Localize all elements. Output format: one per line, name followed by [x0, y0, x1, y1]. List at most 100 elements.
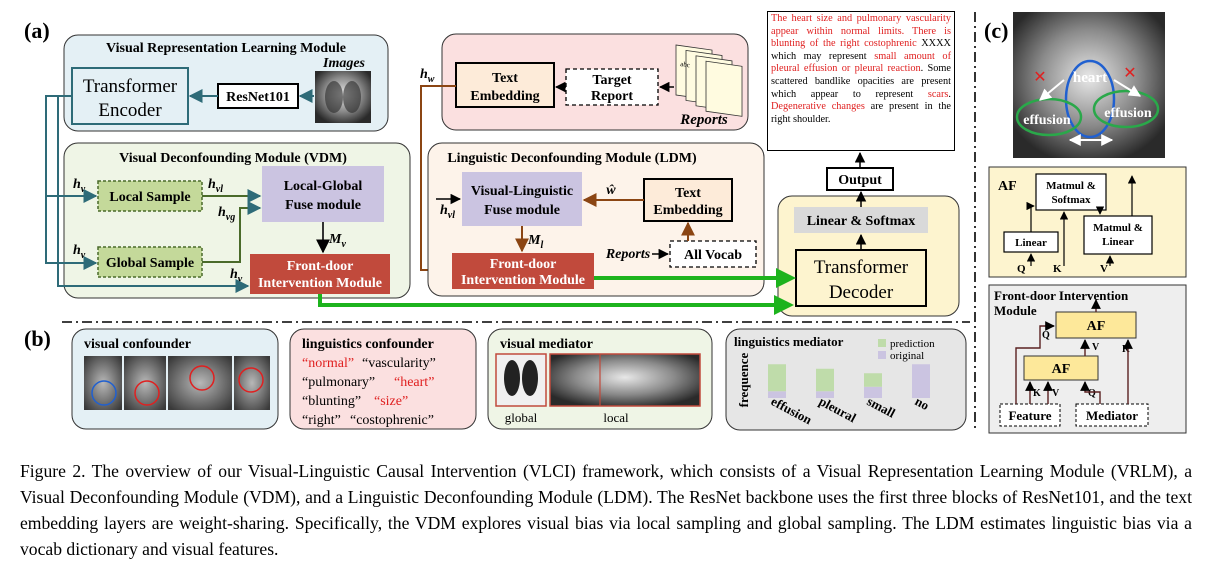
cross-mark-right: ✕ — [1123, 65, 1136, 82]
fdi-vdm-label-1: Front-door — [287, 259, 354, 274]
xray-label-effusion-left: effusion — [1023, 113, 1071, 128]
mediator-box — [1075, 403, 1149, 427]
mediator-local-label: local — [603, 410, 629, 425]
report-segment: Degenerative changes — [771, 101, 865, 113]
visual-linguistic-fuse — [462, 172, 582, 226]
confounder-word-6: “size” — [374, 394, 408, 409]
local-sample-label: Local Sample — [109, 190, 190, 205]
white-arrow-left — [1039, 79, 1065, 101]
reports-label-top: Reports — [679, 112, 728, 128]
mediator-local-xray — [549, 353, 701, 407]
af-upper-label: AF — [1087, 319, 1106, 334]
fdi-v2: V — [1092, 342, 1100, 353]
vlci-framework-figure: (a) (b) (c) Visual Representation Learni… — [24, 12, 1187, 434]
xray-label-heart: heart — [1073, 70, 1107, 86]
reports-label-ldm: Reports — [605, 247, 651, 262]
confounder-circle-red-3 — [238, 367, 264, 393]
local-global-fuse — [262, 166, 384, 222]
linguistics-mediator-panel — [725, 328, 967, 431]
xray-lung-right — [343, 81, 361, 113]
matmul-softmax-l2: Softmax — [1051, 194, 1091, 206]
cross-mark-left: ✕ — [1033, 69, 1046, 86]
af-q-label: Q — [1017, 263, 1026, 275]
bar-original-effusion — [768, 391, 786, 398]
symbol-ml: Ml — [527, 233, 543, 251]
text-emb-top-l2: Embedding — [470, 89, 539, 104]
fdi-k1: K — [1033, 388, 1041, 399]
matmul-linear-box — [1083, 215, 1153, 255]
encoder-label-2: Encoder — [98, 100, 162, 121]
legend-prediction: prediction — [890, 338, 935, 350]
encoder-label-1: Transformer — [83, 76, 178, 97]
green-arrow-vdm-decoder — [318, 294, 794, 315]
confounder-xray-3 — [168, 356, 232, 410]
resnet-label: ResNet101 — [226, 90, 290, 105]
lg-fuse-label-1: Local-Global — [284, 179, 363, 194]
confounder-circle-blue — [91, 380, 117, 406]
fdi-ldm-label-2: Intervention Module — [461, 273, 585, 288]
vl-fuse-label-1: Visual-Linguistic — [471, 184, 573, 199]
panel-c-label: (c) — [984, 18, 1008, 43]
target-report-l2: Report — [591, 89, 633, 104]
matmul-linear-l2: Linear — [1102, 236, 1134, 248]
generated-report: The heart size and pulmonary vascularity… — [767, 11, 955, 151]
fdi-c-title-1: Front-door Intervention — [994, 288, 1129, 303]
symbol-w-hat: ŵ — [605, 183, 616, 198]
confounder-word-4: “heart” — [394, 375, 434, 390]
symbol-hv-global: hv — [73, 243, 86, 261]
confounder-word-2: “vascularity” — [362, 356, 436, 371]
bar-original-no — [912, 364, 930, 398]
confounder-xray-2 — [124, 356, 166, 410]
xray-label-effusion-right: effusion — [1104, 106, 1152, 121]
confounder-word-1: “normal” — [302, 356, 354, 371]
symbol-hvl-ldm: hvl — [440, 203, 455, 221]
text-embedding-ldm — [643, 178, 733, 222]
af-lower-box — [1023, 355, 1099, 381]
vrlm-title: Visual Representation Learning Module — [106, 41, 346, 56]
linear-softmax-label: Linear & Softmax — [807, 214, 916, 229]
bar-original-pleural — [816, 391, 834, 398]
symbol-mv: Mv — [328, 232, 346, 250]
all-vocab-label: All Vocab — [684, 248, 742, 263]
symbol-hvl: hvl — [208, 177, 223, 195]
visual-mediator-title: visual mediator — [500, 337, 593, 352]
decoder-label-2: Decoder — [829, 282, 894, 303]
af-title: AF — [998, 179, 1017, 194]
af-k-label: K — [1053, 263, 1062, 275]
transformer-encoder — [71, 67, 189, 125]
decoder-label-1: Transformer — [814, 257, 909, 278]
linear-softmax — [794, 207, 928, 233]
confounder-word-8: “costophrenic” — [350, 413, 434, 428]
fdi-q1: Q — [1088, 388, 1096, 399]
local-sample-box — [97, 180, 203, 212]
af-v-label: V — [1100, 263, 1108, 275]
report-segment: are present in the right shoulder. — [771, 101, 951, 125]
text-emb-ldm-l2: Embedding — [653, 203, 722, 218]
mediator-global-label: global — [505, 410, 538, 425]
fdi-arrow-feature-q — [1015, 321, 1055, 404]
legend-swatch-prediction — [878, 339, 886, 347]
panel-a-label: (a) — [24, 18, 50, 43]
fdi-vdm-label-2: Intervention Module — [258, 276, 382, 291]
fdi-v1: V — [1052, 388, 1060, 399]
symbol-hv-local: hv — [73, 177, 86, 195]
linguistics-confounder-title: linguistics confounder — [302, 337, 434, 352]
figure-caption: Figure 2. The overview of our Visual-Lin… — [20, 461, 1192, 559]
ldm-title: Linguistic Deconfounding Module (LDM) — [447, 151, 697, 166]
white-arrow-right — [1113, 79, 1142, 97]
mediator-lung-left — [504, 360, 520, 396]
report-segment: small amount of pleural effusion or pleu… — [771, 50, 951, 75]
text-emb-top-l1: Text — [492, 71, 518, 86]
visual-confounder-title: visual confounder — [84, 337, 191, 352]
panel-b-label: (b) — [24, 326, 51, 351]
arrow-branch-fdi — [57, 96, 250, 293]
symbol-hw: hw — [420, 67, 435, 85]
matmul-softmax-l1: Matmul & — [1046, 180, 1096, 192]
af-upper-box — [1055, 311, 1137, 339]
fdi-k2: K — [1122, 344, 1130, 355]
front-door-intervention-vdm — [250, 254, 390, 294]
confounder-word-3: “pulmonary” — [302, 375, 375, 390]
vdm-title: Visual Deconfounding Module (VDM) — [119, 151, 347, 166]
confounder-circle-red-1 — [134, 380, 160, 406]
bar-prediction-small — [864, 373, 882, 387]
